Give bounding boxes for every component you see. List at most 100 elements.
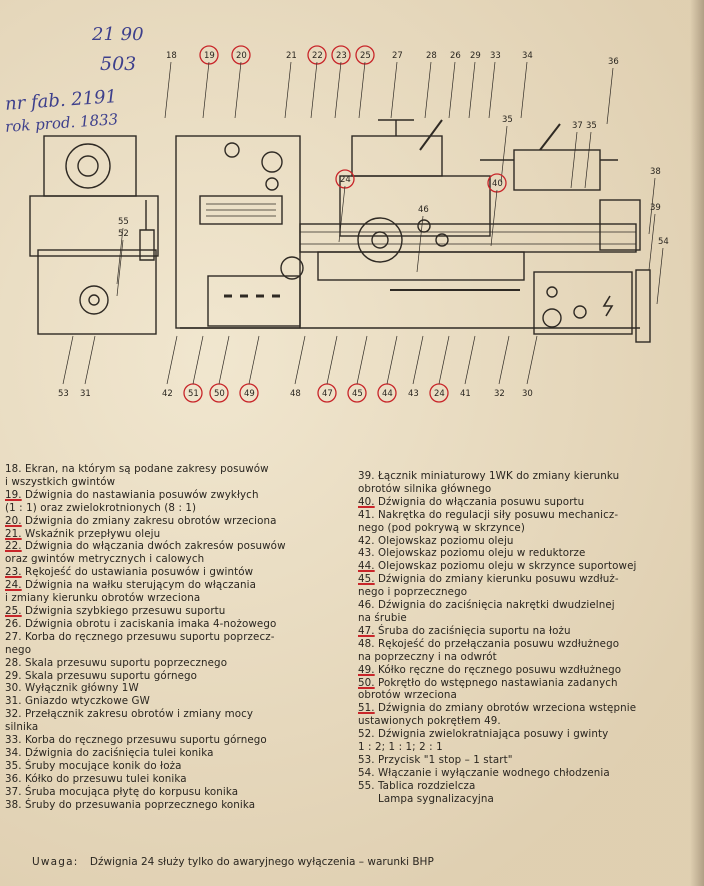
- legend-item-text: Olejowskaz poziomu oleju: [378, 534, 514, 547]
- legend-item: 37.Śruba mocująca płytę do korpusu konik…: [5, 786, 335, 799]
- callout-leader-line: [416, 215, 424, 273]
- legend-item-number: 43.: [358, 547, 375, 560]
- callout-label: 37: [572, 121, 583, 131]
- callout-label: 39: [650, 203, 661, 213]
- legend-item: Lampa sygnalizacyjna: [358, 793, 688, 806]
- legend-item-text: Śruby mocujące konik do łoża: [25, 759, 182, 772]
- callout-leader-line: [648, 177, 656, 235]
- legend-item-text: Korba do ręcznego przesuwu suportu górne…: [25, 734, 267, 747]
- legend-item-text: Przełącznik zakresu obrotów i zmiany moc…: [5, 708, 254, 734]
- handwritten-note-1: 21 90: [92, 24, 144, 45]
- legend-item: 43.Olejowskaz poziomu oleju w reduktorze: [358, 547, 688, 560]
- callout-leader-line: [606, 67, 614, 125]
- legend-item: 30.Wyłącznik główny 1W: [5, 682, 335, 695]
- legend-item-text: Włączanie i wyłączanie wodnego chłodzeni…: [378, 766, 610, 779]
- legend-item-text: Przycisk "1 stop – 1 start": [378, 753, 513, 766]
- legend-item-number: 39.: [358, 470, 375, 482]
- callout-leader-line: [248, 335, 260, 385]
- legend-item-number: 26.: [5, 617, 22, 630]
- legend-item-number: 55.: [358, 779, 375, 792]
- legend-item-number: 46.: [358, 599, 375, 612]
- legend-item-text: Korba do ręcznego przesuwu suportu poprz…: [5, 630, 275, 656]
- legend-item-text: Skala przesuwu suportu górnego: [25, 669, 198, 682]
- legend-item: 42.Olejowskaz poziomu oleju: [358, 535, 688, 548]
- legend-item-number: 20.: [5, 514, 22, 527]
- callout-leader-line: [488, 61, 496, 119]
- legend-item-text: Wskaźnik przepływu oleju: [25, 527, 161, 540]
- callout-label: 32: [494, 389, 505, 399]
- callout-label: 23: [336, 51, 347, 61]
- callout-leader-line: [192, 335, 204, 385]
- callout-leader-line: [424, 61, 432, 119]
- callout-leader-line: [356, 335, 368, 385]
- callout-label: 43: [408, 389, 419, 399]
- coolant-switch-box: [635, 269, 651, 343]
- callout-leader-line: [464, 335, 476, 385]
- legend-item-text: Kółko do przesuwu tulei konika: [25, 772, 187, 785]
- legend-item-text: Śruby do przesuwania poprzecznego konika: [25, 798, 256, 811]
- callout-label: 19: [204, 51, 215, 61]
- callout-label: 18: [166, 51, 177, 61]
- apron: [317, 251, 525, 281]
- legend-item-number: 42.: [358, 534, 375, 547]
- callout-leader-line: [202, 61, 210, 119]
- legend-item-text: Dźwignia do zaciśnięcia nakrętki dwudzie…: [358, 599, 615, 624]
- callout-label: 35: [586, 121, 597, 131]
- legend-item-number: 22.: [5, 540, 22, 553]
- legend-item: 38.Śruby do przesuwania poprzecznego kon…: [5, 799, 335, 812]
- legend-item-number: 48.: [358, 637, 375, 650]
- callout-leader-line: [234, 61, 242, 119]
- callout-leader-line: [218, 335, 230, 385]
- lathe-bed: [299, 223, 637, 253]
- callout-leader-line: [448, 61, 456, 119]
- legend-item-number: 35.: [5, 759, 22, 772]
- callout-leader-line: [570, 131, 578, 189]
- legend-item-number: 27.: [5, 630, 22, 643]
- legend-item-text: Pokrętło do wstępnego nastawiania zadany…: [358, 676, 618, 702]
- warning-note: Uwaga: Dźwignia 24 służy tylko do awaryj…: [32, 856, 434, 868]
- legend-item-text: Dźwignia obrotu i zaciskania imaka 4-noż…: [25, 617, 277, 630]
- callout-label: 25: [360, 51, 371, 61]
- legend-item-number: 23.: [5, 566, 22, 579]
- note-text: Dźwignia 24 służy tylko do awaryjnego wy…: [89, 856, 434, 868]
- legend-item: 53.Przycisk "1 stop – 1 start": [358, 754, 688, 767]
- legend-left-column: 18.Ekran, na którym są podane zakresy po…: [5, 463, 335, 811]
- legend-item-text: Rękojeść do przełączania posuwu wzdłużne…: [358, 637, 620, 663]
- callout-leader-line: [294, 335, 306, 385]
- handwritten-note-2: 503: [100, 53, 137, 75]
- callout-leader-line: [498, 335, 510, 385]
- legend-item-number: 36.: [5, 772, 22, 785]
- legend-item-text: Dźwignia do nastawiania posuwów zwykłych…: [5, 488, 259, 514]
- spindle-circle: [65, 143, 111, 189]
- legend-item-number: 19.: [5, 488, 22, 501]
- callout-leader-line: [468, 61, 476, 119]
- tailstock: [513, 149, 601, 191]
- callout-label: 49: [244, 389, 255, 399]
- legend-item: 18.Ekran, na którym są podane zakresy po…: [5, 463, 335, 489]
- legend-item: 46.Dźwignia do zaciśnięcia nakrętki dwud…: [358, 599, 688, 625]
- main-switch: [542, 308, 562, 328]
- callout-label: 29: [470, 51, 481, 61]
- legend-item-number: 50.: [358, 676, 375, 689]
- callout-label: 51: [188, 389, 199, 399]
- callout-label: 53: [58, 389, 69, 399]
- callout-label: 55: [118, 217, 129, 227]
- legend-item: 48.Rękojeść do przełączania posuwu wzdłu…: [358, 638, 688, 664]
- legend-item-text: Dźwignia do zmiany zakresu obrotów wrzec…: [25, 514, 277, 527]
- legend-item-number: 54.: [358, 766, 375, 779]
- callout-leader-line: [338, 185, 346, 243]
- callout-label: 54: [658, 237, 669, 247]
- legend-item-text: Nakrętka do regulacji siły posuwu mechan…: [358, 508, 619, 534]
- callout-label: 46: [418, 205, 429, 215]
- legend-item-text: Skala przesuwu suportu poprzecznego: [25, 656, 228, 669]
- end-view-switch: [79, 285, 109, 315]
- legend-item: 44.Olejowskaz poziomu oleju w skrzynce s…: [358, 560, 688, 573]
- legend-item-number: 33.: [5, 734, 22, 747]
- legend-item-text: Dźwignia do zmiany kierunku posuwu wzdłu…: [358, 573, 619, 599]
- legend-item: 33.Korba do ręcznego przesuwu suportu gó…: [5, 734, 335, 747]
- callout-leader-line: [526, 335, 538, 385]
- callout-leader-line: [584, 131, 592, 189]
- legend-item: 39.Łącznik miniaturowy 1WK do zmiany kie…: [358, 470, 688, 496]
- legend-item-number: 29.: [5, 669, 22, 682]
